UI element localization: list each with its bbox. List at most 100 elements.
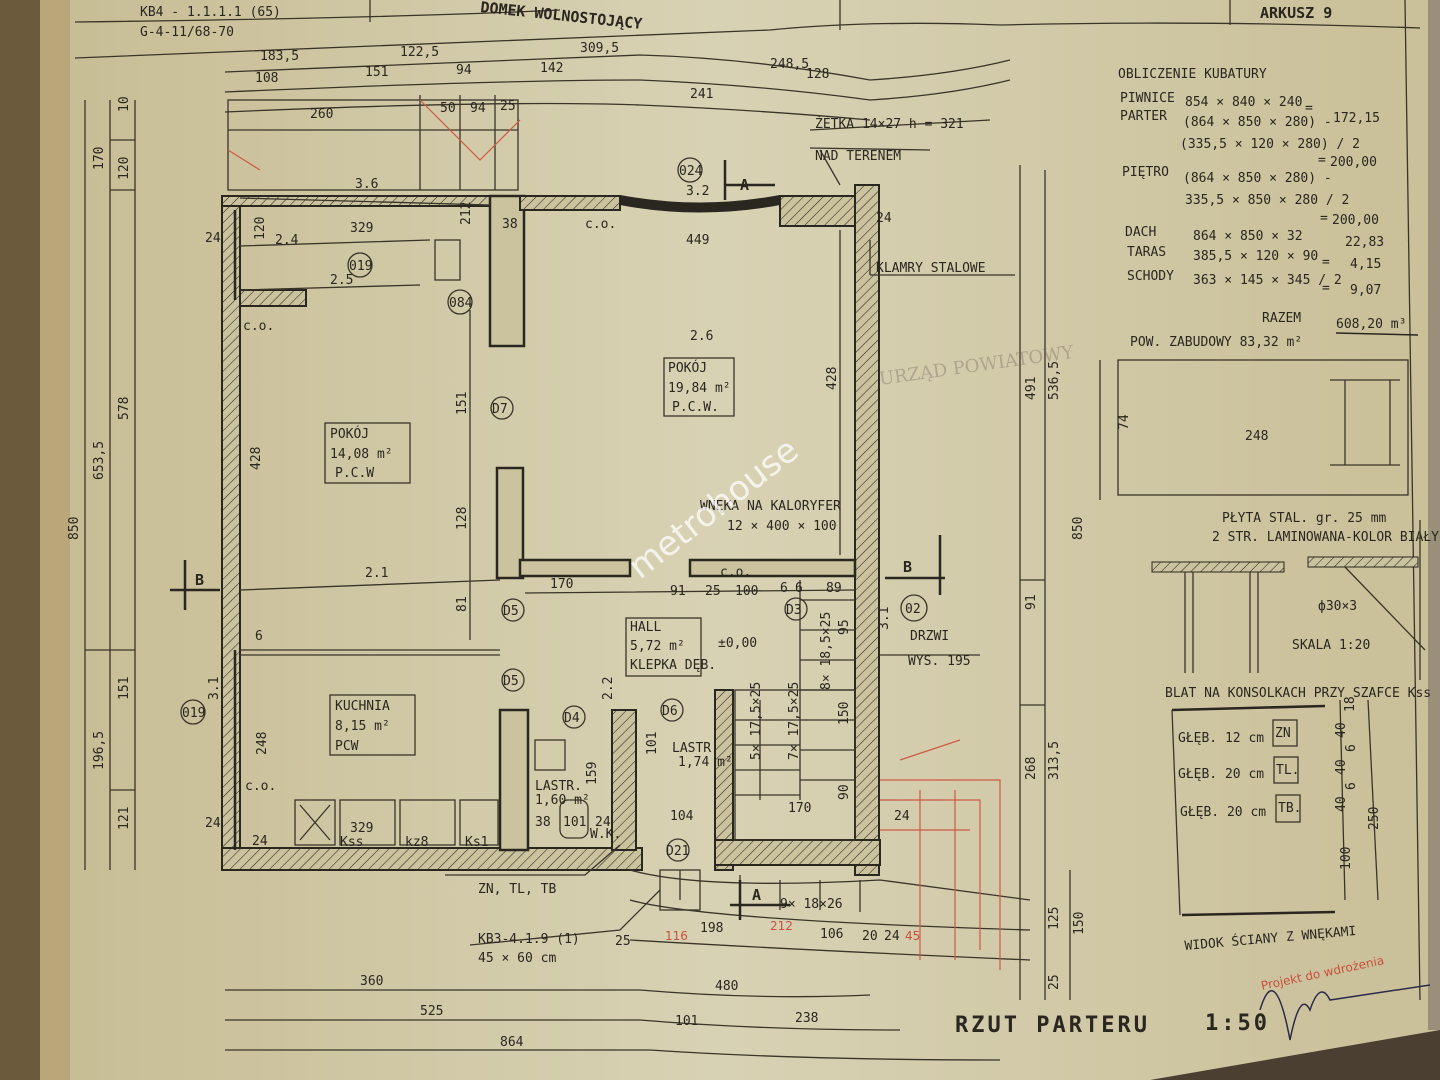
dim: 24: [205, 231, 221, 246]
book-binding: [0, 0, 40, 1080]
calc-value: 200,00: [1332, 213, 1379, 228]
section-mark-a: A: [740, 176, 749, 194]
dim: 150: [837, 702, 852, 725]
annotation-niches: ZN, TL, TB: [478, 882, 556, 897]
annotation-drzwi: DRZWI: [910, 629, 949, 644]
pipe-spec: ф30×3: [1318, 599, 1357, 614]
dim: 10: [117, 96, 132, 112]
dim: 24: [876, 211, 892, 226]
stairs-spec: 9× 18×26: [780, 897, 843, 912]
calc-formula: 854 × 840 × 240: [1185, 95, 1302, 110]
niche-code: ZN: [1275, 726, 1291, 741]
dim: 24: [205, 816, 221, 831]
dim: 128: [455, 507, 470, 530]
calc-eq: =: [1322, 255, 1330, 270]
dim: 2.4: [275, 233, 299, 248]
dim: 24: [894, 809, 910, 824]
annotation-zetka: ŻETKA 14×27 h = 321: [815, 116, 964, 132]
dim: 3.2: [686, 184, 709, 199]
dim: 40: [1334, 796, 1349, 812]
room-floor: KLEPKA DĘB.: [630, 658, 716, 673]
dim: 170: [550, 577, 573, 592]
dim: 428: [249, 447, 264, 470]
dim: 94: [470, 101, 486, 116]
door-tag: D21: [666, 844, 689, 859]
calc-formula: (864 × 850 × 280) -: [1183, 171, 1332, 186]
room-name: POKÓJ: [330, 426, 369, 442]
dim: 428: [825, 367, 840, 390]
room-pokoj-left: POKÓJ 14,08 m² P.C.W: [324, 422, 411, 484]
annotation-drzwi-wys: WYS. 195: [908, 654, 971, 669]
dim: 2.2: [601, 677, 616, 700]
calc-label: PIĘTRO: [1122, 165, 1169, 180]
dim: 89: [826, 581, 842, 596]
stairs-spec: 7× 17,5×25: [787, 682, 802, 760]
dim: 25: [705, 584, 721, 599]
dim: 3.1: [877, 607, 892, 630]
dim: 198: [700, 921, 723, 936]
door-tags: D7 D5 D5 D4 D6 D3 D21 019 019 024 084 02: [180, 157, 928, 862]
dim: 90: [837, 784, 852, 800]
dim: 449: [686, 233, 709, 248]
calc-value: 172,15: [1333, 111, 1380, 126]
calc-label: DACH: [1125, 225, 1156, 240]
dim: 170: [92, 147, 107, 170]
niche-code: TB.: [1278, 801, 1301, 816]
dim: 536,5: [1047, 361, 1062, 400]
staircase: [629, 580, 1031, 961]
dim: 248,5: [770, 57, 809, 72]
dim: 142: [540, 61, 563, 76]
dim: 108: [255, 71, 278, 86]
dim: 360: [360, 974, 383, 989]
dim: 313,5: [1047, 741, 1062, 780]
annotation-klamry: KLAMRY STALOWE: [876, 261, 986, 276]
calc-label: SCHODY: [1127, 269, 1174, 284]
dim: 151: [455, 392, 470, 415]
dim: 329: [350, 821, 373, 836]
dim: 150: [1072, 912, 1087, 935]
calc-title: OBLICZENIE KUBATURY: [1118, 67, 1267, 82]
cabinet-kz8: kz8: [405, 835, 428, 850]
door-tag: D7: [492, 402, 508, 417]
room-area: 19,84 m²: [668, 381, 731, 396]
room-name: LASTR.: [535, 779, 582, 794]
calc-eq: =: [1318, 153, 1326, 168]
dim: 24: [252, 834, 268, 849]
dim: 20: [862, 929, 878, 944]
building-area: POW. ZABUDOWY 83,32 m²: [1130, 335, 1302, 350]
window-tag: 019: [182, 706, 205, 721]
dim: 18: [1343, 696, 1358, 712]
window-tag: 024: [679, 164, 703, 179]
dim: 24: [884, 929, 900, 944]
calc-formula: (864 × 850 × 280) -: [1183, 115, 1332, 130]
niche-depth: GŁĘB. 12 cm: [1178, 731, 1264, 746]
dim: 45: [905, 929, 920, 943]
dim: 116: [665, 929, 688, 943]
book-edge: [40, 0, 70, 1080]
dim: 183,5: [260, 49, 299, 64]
dim: 2.1: [365, 566, 388, 581]
stairs-spec: 8× 18,5×25: [819, 612, 834, 690]
drawing-code-2: G-4-11/68-70: [140, 25, 234, 40]
annotation-co: c.o.: [243, 319, 274, 334]
annotation-kb3: KB3-4.1.9 (1): [478, 932, 580, 947]
left-dimensions: 850 653,5 578 196,5 121 151 120 170 10: [67, 96, 136, 870]
top-dimensions: 183,5 122,5 309,5 248,5 108 151 94 142 2…: [224, 41, 1011, 122]
niche-code: TL.: [1276, 763, 1299, 778]
room-hall: HALL 5,72 m² KLEPKA DĘB.: [625, 617, 716, 677]
door-tag: D5: [503, 674, 519, 689]
room-area: 1,60 m²: [535, 793, 590, 808]
dim: 653,5: [92, 441, 107, 480]
room-floor: P.C.W.: [672, 400, 719, 415]
signature: [1259, 984, 1431, 1041]
calc-value: 200,00: [1330, 155, 1377, 170]
calc-label: PIWNICE: [1120, 91, 1175, 106]
window-tag: 019: [349, 259, 372, 274]
dim: 268: [1024, 757, 1039, 780]
dim: 100: [1339, 847, 1354, 870]
annotation-co: c.o.: [720, 565, 751, 580]
door-tag: D3: [786, 603, 802, 618]
dim: 101: [563, 815, 586, 830]
dim: 238: [795, 1011, 818, 1026]
niche-depth: GŁĘB. 20 cm: [1180, 805, 1266, 820]
